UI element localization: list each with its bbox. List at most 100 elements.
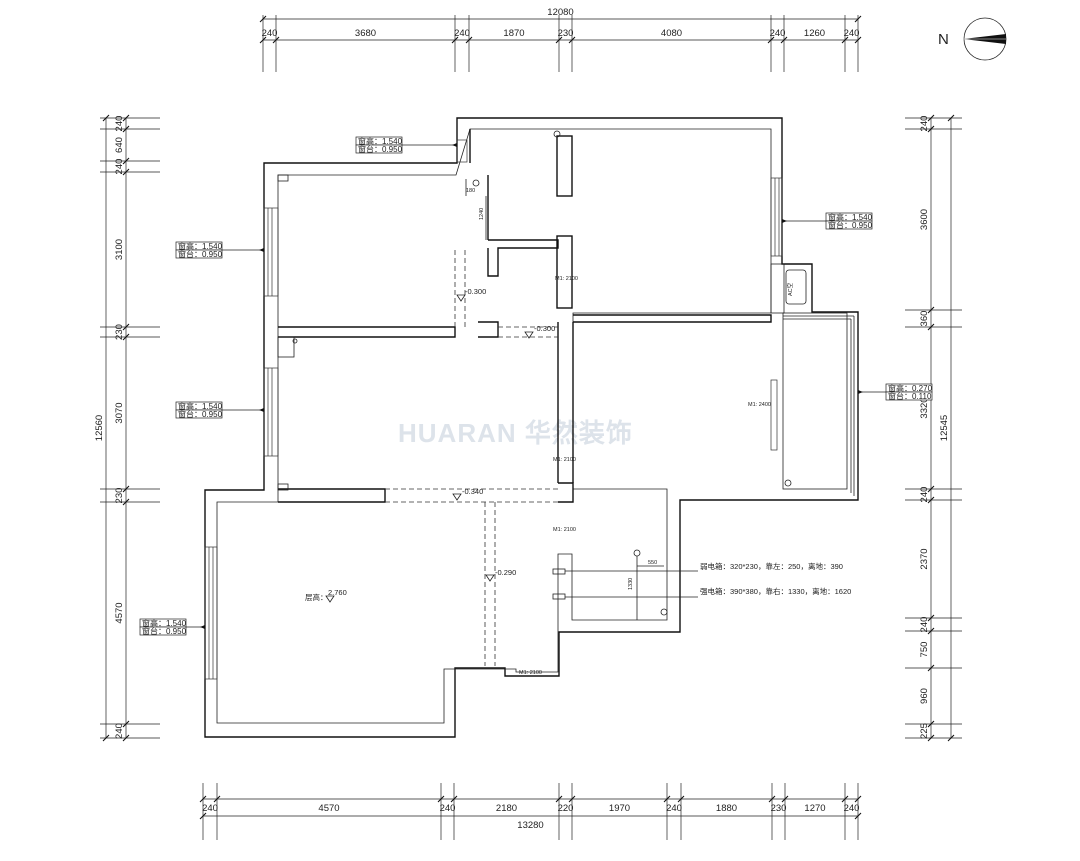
- dimension-label: 4080: [661, 28, 682, 39]
- dimension-label: 225: [919, 723, 930, 739]
- fixtures: [292, 130, 792, 616]
- dimension-tick: [259, 36, 267, 44]
- inner-dim-label: 1240: [479, 208, 485, 220]
- window: [204, 546, 218, 680]
- dimension-label: 750: [919, 642, 930, 658]
- window: [770, 177, 783, 257]
- window-height-label: 窗高：0.270: [888, 383, 933, 393]
- dimension-label: 240: [919, 116, 930, 132]
- dimension-tick: [122, 720, 130, 728]
- dimension-label: 240: [454, 28, 470, 39]
- dimension-tick: [272, 36, 280, 44]
- dimension-tick: [199, 812, 207, 820]
- window: [263, 207, 279, 297]
- window-sill-label: 窗台：0.950: [358, 144, 403, 154]
- dimension-tick: [122, 333, 130, 341]
- window-height-label: 窗高：1.540: [828, 212, 873, 222]
- level-label: -0.300: [534, 324, 555, 333]
- dimension-label: 1270: [804, 803, 825, 814]
- dimension-tick: [451, 36, 459, 44]
- dimension-tick: [854, 812, 862, 820]
- dimension-label: 3680: [355, 28, 376, 39]
- dimension-tick: [465, 36, 473, 44]
- dimension-tick: [780, 36, 788, 44]
- walls: [204, 117, 859, 738]
- door-label: M1: 2100: [553, 527, 576, 533]
- window-sill-label: 窗台：0.950: [178, 249, 223, 259]
- dimension-label: 12545: [939, 415, 950, 441]
- window: [263, 367, 279, 457]
- dimension-label: 640: [114, 137, 125, 153]
- dimension-tick: [927, 306, 935, 314]
- dimension-tick: [568, 36, 576, 44]
- dimension-label: 4570: [318, 803, 339, 814]
- dimension-tick: [568, 795, 576, 803]
- dimension-label: 240: [440, 803, 456, 814]
- compass-north-label: N: [938, 31, 949, 48]
- dimension-tick: [927, 664, 935, 672]
- dimension-tick: [947, 114, 955, 122]
- dimension-tick: [122, 157, 130, 165]
- dimension-label: 240: [114, 723, 125, 739]
- window: [456, 139, 468, 163]
- level-label: -0.340: [462, 487, 483, 496]
- inner-dim-label: 180: [466, 188, 475, 194]
- dimension-label: 3070: [114, 402, 125, 423]
- dimension-label: 13280: [517, 820, 543, 831]
- dimension-label: 960: [919, 688, 930, 704]
- dimension-tick: [767, 36, 775, 44]
- dimension-label: 1880: [716, 803, 737, 814]
- dimension-label: 240: [666, 803, 682, 814]
- dimension-tick: [122, 168, 130, 176]
- dimension-tick: [122, 498, 130, 506]
- level-label: -0.300: [465, 287, 486, 296]
- dimension-label: 240: [844, 803, 860, 814]
- dimension-tick: [122, 734, 130, 742]
- partition-wall: [556, 135, 573, 197]
- dimension-tick: [663, 795, 671, 803]
- door-label: M1: 2100: [555, 276, 578, 282]
- dimension-tick: [841, 36, 849, 44]
- dimension-tick: [102, 114, 110, 122]
- dimension-tick: [927, 125, 935, 133]
- dimension-tick: [927, 323, 935, 331]
- dimension-tick: [854, 36, 862, 44]
- weak-box-note: 弱电箱：320*230，靠左：250，离地：390: [700, 561, 843, 571]
- north-compass: N: [938, 17, 1007, 61]
- watermark: HUARAN 华然装饰: [398, 418, 633, 448]
- window-sill-label: 窗台：0.950: [142, 626, 187, 636]
- dimension-tick: [947, 734, 955, 742]
- level-label: 2.760: [328, 588, 347, 597]
- dimension-tick: [854, 795, 862, 803]
- dimension-label: 12560: [94, 415, 105, 441]
- window-height-label: 窗高：1.540: [178, 241, 223, 251]
- dimension-label: 240: [202, 803, 218, 814]
- dimension-tick: [450, 795, 458, 803]
- dimension-label: 1260: [804, 28, 825, 39]
- dimension-tick: [927, 734, 935, 742]
- dimension-tick: [677, 795, 685, 803]
- level-markers: -0.300 -0.300 -0.340 -0.290 层高： 2.760: [305, 287, 555, 603]
- dimension-tick: [841, 795, 849, 803]
- dimension-label: 230: [114, 324, 125, 340]
- window-tags: 窗高：1.540窗台：0.950窗高：1.540窗台：0.950窗高：1.540…: [139, 136, 933, 636]
- level-label: -0.290: [495, 568, 516, 577]
- dimension-label: 3100: [114, 239, 125, 260]
- dimension-tick: [927, 114, 935, 122]
- dimension-tick: [259, 15, 267, 23]
- dimension-label: 2370: [919, 548, 930, 569]
- dimension-label: 1870: [503, 28, 524, 39]
- ac-label: AC空: [786, 282, 794, 296]
- dimension-label: 240: [919, 617, 930, 633]
- dimension-tick: [781, 795, 789, 803]
- dimension-tick: [927, 614, 935, 622]
- dimension-label: 240: [770, 28, 786, 39]
- dimension-tick: [122, 114, 130, 122]
- electrical-notes: 弱电箱：320*230，靠左：250，离地：390 强电箱：390*380，靠右…: [565, 561, 851, 598]
